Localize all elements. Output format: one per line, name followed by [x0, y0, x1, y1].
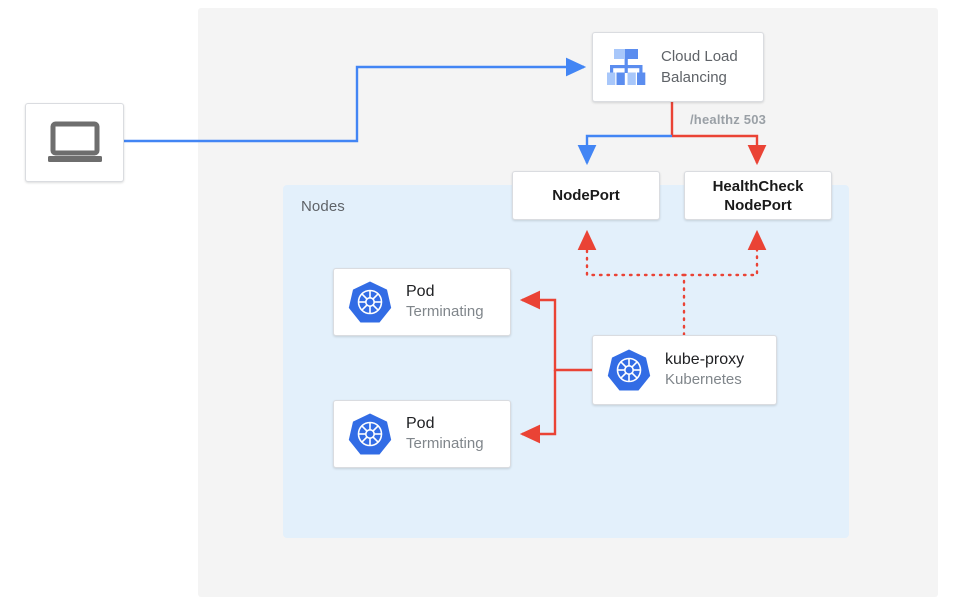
kube-proxy-label-group: kube-proxy Kubernetes [665, 350, 744, 390]
laptop-icon [46, 121, 104, 165]
pod-card: Pod Terminating [333, 400, 511, 468]
cloud-load-balancing-icon [605, 48, 647, 86]
healthcheck-nodeport-card: HealthCheck NodePort [684, 171, 832, 220]
cloud-load-balancing-card: Cloud Load Balancing [592, 32, 764, 102]
healthcheck-nodeport-label: HealthCheck NodePort [713, 177, 804, 215]
kube-proxy-title: kube-proxy [665, 351, 745, 368]
healthz-status-label: /healthz 503 [690, 112, 767, 127]
pod-label-group: Pod Terminating [406, 414, 484, 454]
cloud-load-balancing-line1: Cloud Load [661, 48, 738, 65]
cloud-load-balancing-line2: Balancing [661, 69, 727, 86]
healthcheck-nodeport-line1: HealthCheck [712, 177, 804, 195]
kube-proxy-card: kube-proxy Kubernetes [592, 335, 777, 405]
kubernetes-icon [348, 412, 392, 456]
client-laptop-card [25, 103, 124, 182]
pod-status: Terminating [406, 435, 484, 452]
pod-card: Pod Terminating [333, 268, 511, 336]
kube-proxy-subtitle: Kubernetes [665, 371, 742, 388]
pod-label-group: Pod Terminating [406, 282, 484, 322]
pod-status: Terminating [406, 303, 484, 320]
kubernetes-icon [607, 348, 651, 392]
cloud-load-balancing-label: Cloud Load Balancing [661, 46, 738, 88]
nodeport-label: NodePort [552, 187, 620, 204]
pod-title: Pod [406, 415, 435, 432]
healthcheck-nodeport-line2: NodePort [724, 196, 792, 214]
pod-title: Pod [406, 283, 435, 300]
kubernetes-icon [348, 280, 392, 324]
nodes-region-label: Nodes [301, 198, 345, 215]
nodeport-card: NodePort [512, 171, 660, 220]
